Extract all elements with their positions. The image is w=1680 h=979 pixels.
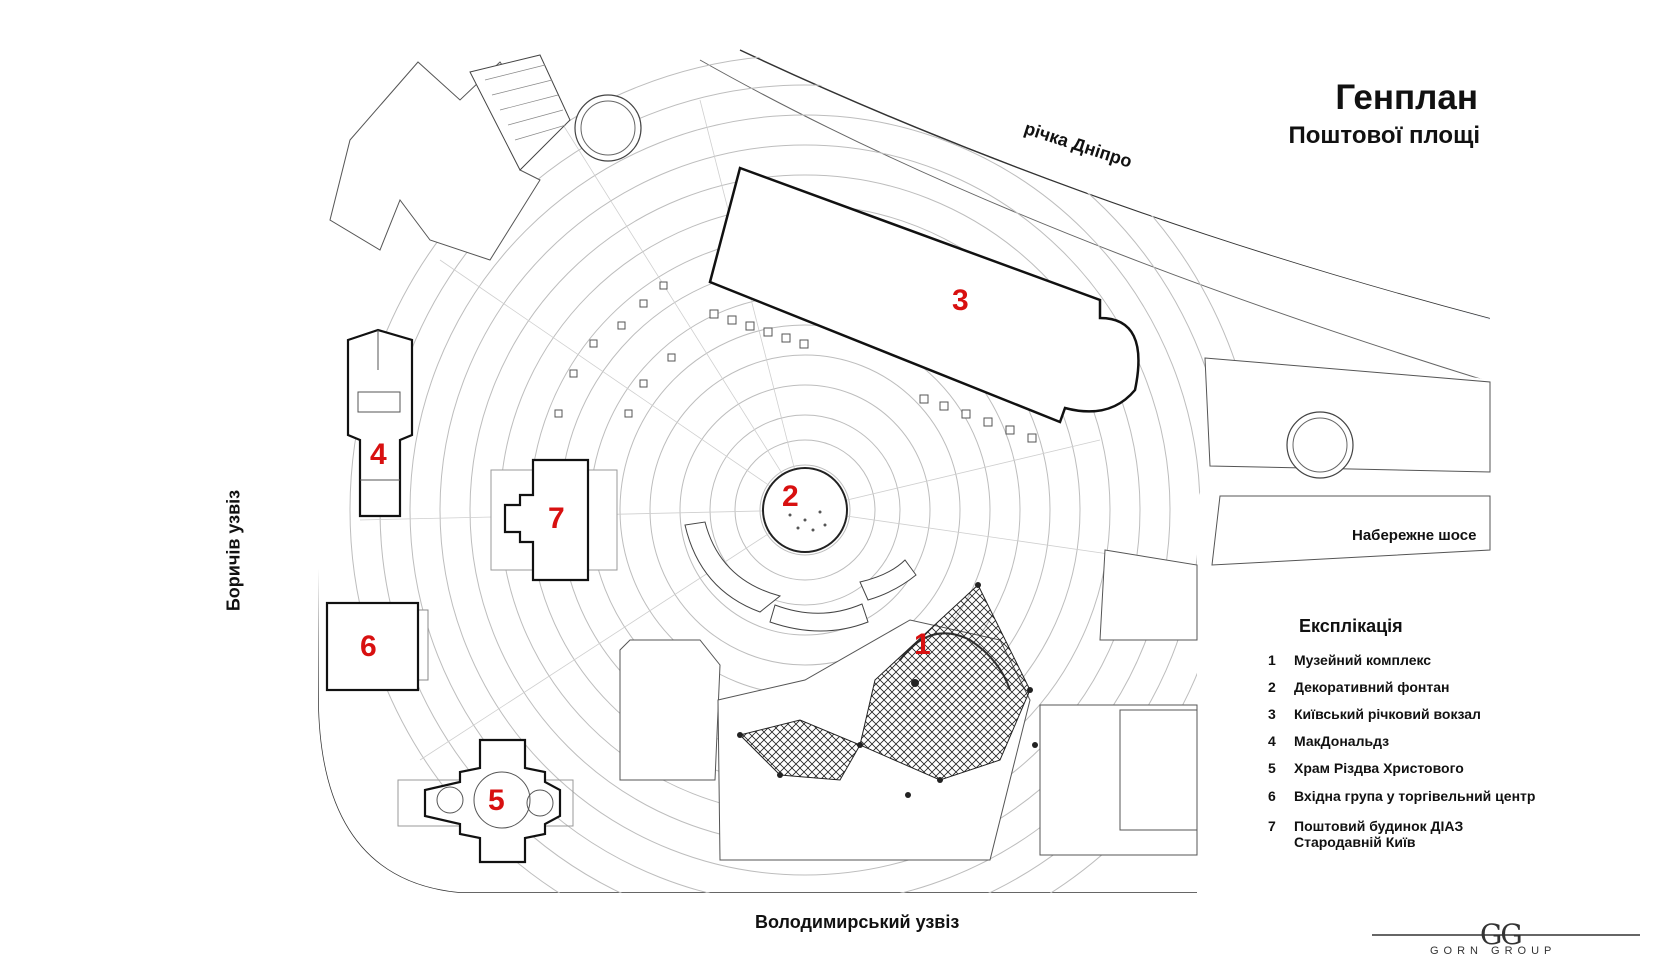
map-subtitle: Поштової площі	[1288, 122, 1480, 149]
canopy-masts	[737, 582, 1038, 798]
lower-left-block	[619, 639, 721, 781]
map-title: Генплан	[1335, 78, 1478, 117]
embankment-line	[739, 49, 1491, 319]
marker-2: 2	[782, 480, 799, 513]
road-label-left: Боричів узвіз	[223, 489, 244, 612]
right-lower	[1099, 549, 1198, 641]
rotunda-right	[1286, 411, 1354, 479]
building-3	[708, 166, 1140, 424]
road-label-right: Набережне шосе	[1352, 527, 1477, 544]
marker-6: 6	[360, 630, 377, 663]
building-5	[423, 738, 562, 864]
building-7	[503, 458, 590, 582]
legend-title: Експлікація	[1299, 616, 1403, 636]
logo-mark: GG	[1480, 918, 1523, 951]
road-label-bottom: Володимирський узвіз	[755, 912, 960, 932]
building-6	[325, 601, 420, 692]
marker-5: 5	[488, 784, 505, 817]
building-4	[346, 328, 414, 518]
fountain-2	[762, 467, 848, 553]
marker-7: 7	[548, 502, 565, 535]
canopy-2	[739, 719, 861, 781]
marker-1: 1	[914, 628, 931, 661]
marker-4: 4	[370, 438, 387, 471]
embankment-block	[1211, 495, 1491, 566]
stairs	[469, 54, 571, 171]
canopy-1	[859, 584, 1031, 781]
right-building	[1204, 357, 1491, 473]
arc-bench	[684, 521, 782, 613]
rotunda-left	[574, 94, 642, 162]
marker-3: 3	[952, 284, 969, 317]
logo-text: GORN GROUP	[1430, 945, 1557, 957]
kiosks	[554, 281, 1037, 443]
stair-building	[329, 61, 541, 261]
embankment-line-2	[699, 59, 1491, 383]
